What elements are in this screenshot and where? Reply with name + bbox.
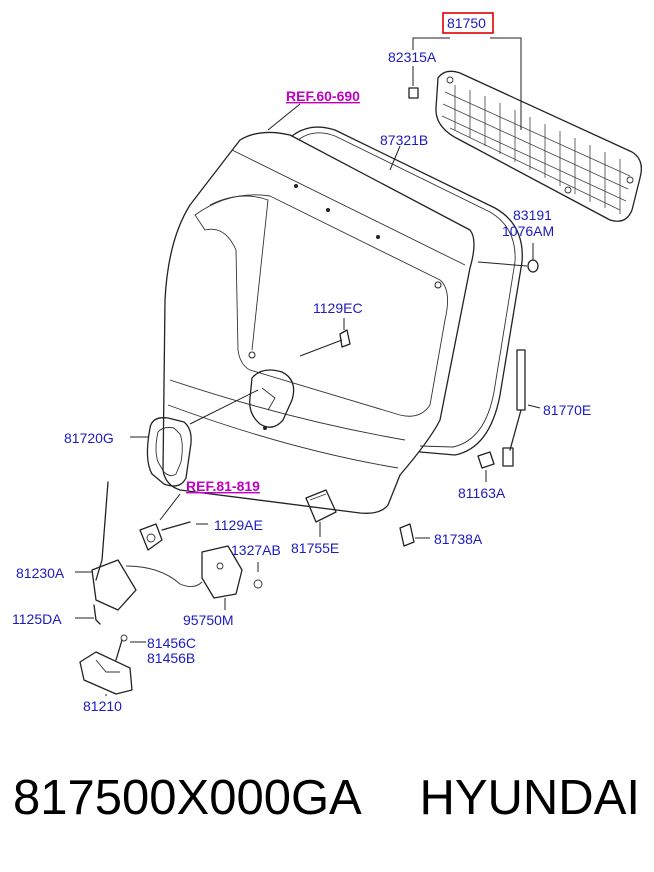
tailgate-trim-cover-81750	[435, 70, 643, 222]
highlight-box	[442, 12, 494, 34]
callout-1129EC[interactable]: 1129EC	[313, 300, 363, 316]
callout-81456C[interactable]: 81456C	[147, 635, 196, 651]
callout-81770E[interactable]: 81770E	[543, 402, 591, 418]
callout-1129AE[interactable]: 1129AE	[214, 517, 263, 533]
bumper-81738A	[399, 523, 430, 547]
weatherstrip	[291, 126, 523, 456]
brand-name: HYUNDAI	[419, 771, 640, 825]
tailgate-body	[162, 131, 475, 514]
callout-81210[interactable]: 81210	[83, 698, 122, 714]
callout-82315A[interactable]: 82315A	[388, 49, 437, 65]
actuator-95750M	[125, 545, 263, 610]
callout-95750M[interactable]: 95750M	[183, 612, 234, 628]
callout-1327AB[interactable]: 1327AB	[231, 542, 281, 558]
callout-87321B[interactable]: 87321B	[380, 132, 428, 148]
striker-81210	[79, 634, 146, 696]
callout-81755E[interactable]: 81755E	[291, 540, 339, 556]
bolt-81163A	[477, 451, 495, 482]
leader-lines	[267, 37, 522, 171]
tailgate-exploded-diagram: 81750 82315A REF.60-690 87321B 83191 107…	[12, 12, 643, 714]
tailgate-switch-81755E	[305, 489, 337, 537]
callout-81738A[interactable]: 81738A	[434, 531, 483, 547]
callout-83191[interactable]: 83191	[513, 207, 552, 223]
callout-81456B[interactable]: 81456B	[147, 650, 195, 666]
ref-81-819[interactable]: REF.81-819	[186, 478, 260, 494]
bumper-grommet	[477, 243, 539, 273]
caption-bar: 817500X000GA HYUNDAI	[0, 770, 654, 840]
bolt-1129EC	[299, 318, 351, 357]
gas-lifter	[502, 349, 541, 467]
key-cylinder	[139, 493, 208, 551]
callout-81750[interactable]: 81750	[447, 15, 486, 31]
callout-1125DA[interactable]: 1125DA	[12, 611, 62, 627]
outside-handle-81720G	[130, 389, 259, 487]
callout-81720G[interactable]: 81720G	[64, 430, 114, 446]
latch-rod	[75, 481, 137, 625]
callout-81230A[interactable]: 81230A	[16, 565, 65, 581]
part-number: 817500X000GA	[13, 771, 362, 825]
callout-81163A[interactable]: 81163A	[458, 485, 506, 501]
callout-1076AM[interactable]: 1076AM	[502, 223, 554, 239]
clip-82315A	[408, 80, 419, 99]
ref-60-690[interactable]: REF.60-690	[286, 88, 360, 104]
